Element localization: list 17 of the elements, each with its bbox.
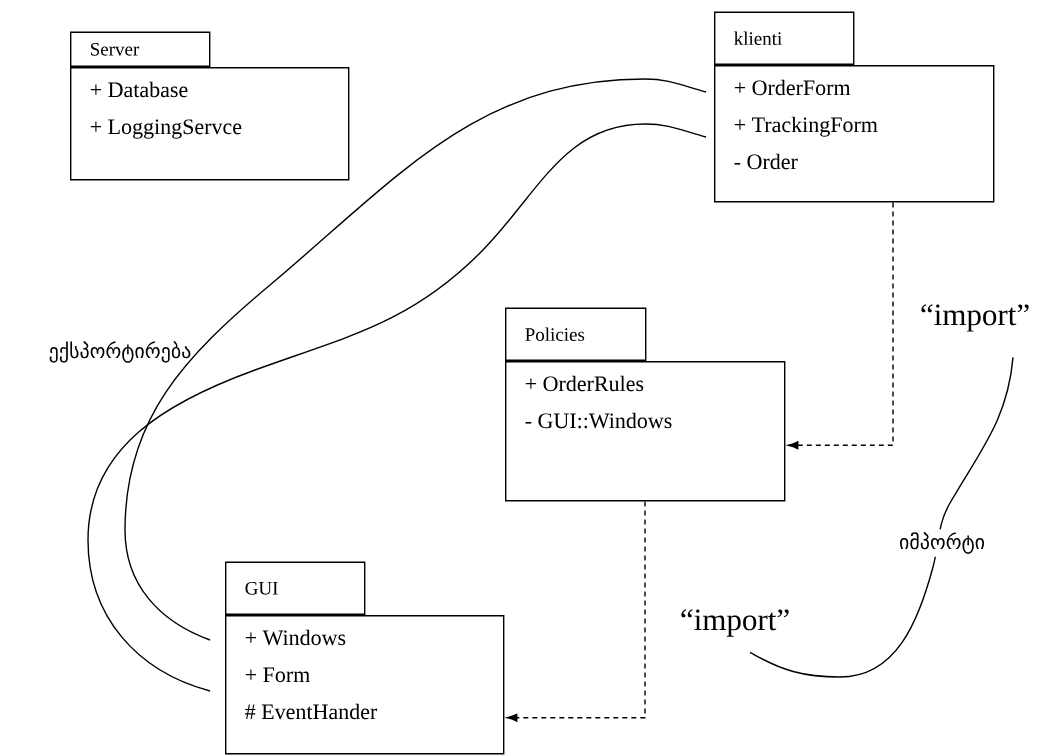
package-box: Server + Database + LoggingServce <box>70 31 350 181</box>
package-box: Policies + OrderRules - GUI::Windows <box>505 307 786 502</box>
edge-label: იმპორტი <box>896 529 989 557</box>
node-label: Policies <box>525 327 585 341</box>
dependency-arrow <box>787 201 894 450</box>
package-box: GUI + Windows + Form # EventHander <box>225 561 505 755</box>
dependency-arrow <box>506 500 646 722</box>
stereotype-text: “import” <box>681 609 789 637</box>
node-label: klienti <box>734 31 782 45</box>
stereotype-text: “import” <box>921 304 1029 332</box>
annotation-text: ექსპორტირება <box>49 341 191 363</box>
node-label: Server <box>90 42 140 56</box>
connector-line <box>124 78 707 641</box>
package-box: klienti + OrderForm + TrackingForm - Order <box>714 11 995 203</box>
connector-line <box>87 123 707 692</box>
connector-line <box>749 356 1014 678</box>
node-label: GUI <box>245 581 278 595</box>
